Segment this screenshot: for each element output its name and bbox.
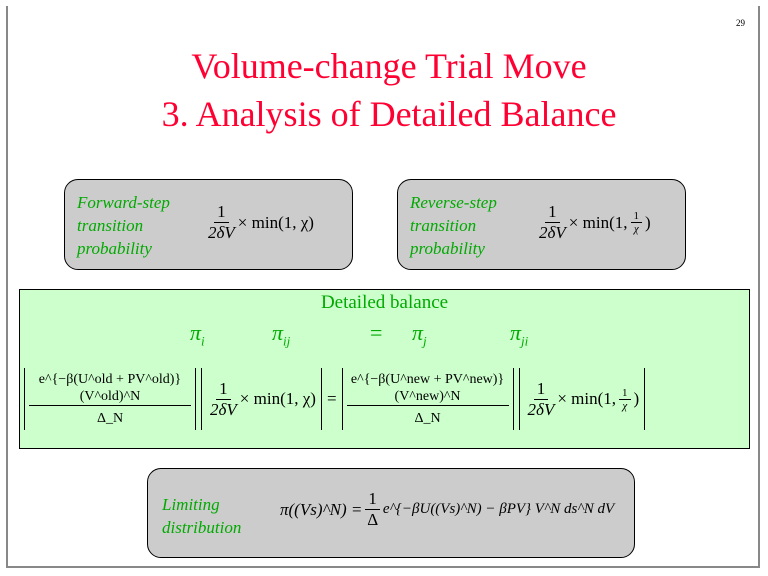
balance-equals: =: [326, 389, 337, 408]
slide-title-line2: 3. Analysis of Detailed Balance: [161, 94, 617, 134]
page-number: 29: [736, 18, 745, 28]
detailed-balance-box: Detailed balance πi πij = πj πji e^{−β(U…: [19, 289, 750, 449]
slide-frame: [6, 6, 760, 568]
pi-ij: πij: [272, 320, 291, 349]
pi-i: πi: [190, 320, 205, 349]
pi-ji: πji: [510, 320, 529, 349]
detailed-balance-title: Detailed balance: [320, 292, 449, 313]
slide-title-line1: Volume-change Trial Move: [191, 46, 587, 86]
equals-sign: =: [370, 320, 383, 345]
pi-j: πj: [412, 320, 427, 349]
